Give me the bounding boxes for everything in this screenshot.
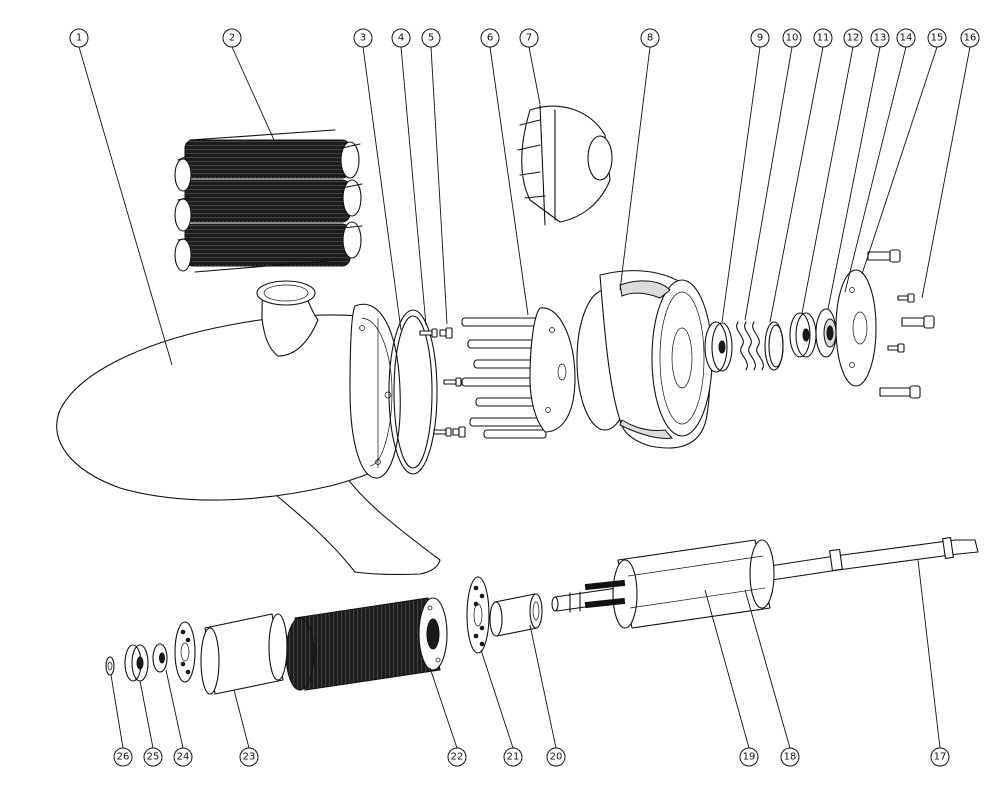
svg-text:24: 24 <box>177 752 190 763</box>
callout-21: 21 <box>503 747 523 767</box>
callout-3: 3 <box>353 28 373 48</box>
leader-lines <box>78 46 971 749</box>
callout-24: 24 <box>173 747 193 767</box>
rod-cage-part <box>461 307 576 439</box>
svg-text:5: 5 <box>428 33 434 44</box>
svg-text:15: 15 <box>931 33 944 44</box>
stator-windings-part <box>174 129 363 273</box>
svg-text:10: 10 <box>786 33 799 44</box>
callout-17: 17 <box>930 747 950 767</box>
svg-text:19: 19 <box>743 752 756 763</box>
svg-text:20: 20 <box>550 752 563 763</box>
callout-12: 12 <box>843 28 863 48</box>
flange-disc-part <box>174 621 196 683</box>
svg-text:4: 4 <box>398 33 404 44</box>
svg-text:7: 7 <box>526 33 532 44</box>
svg-text:9: 9 <box>757 33 763 44</box>
svg-text:18: 18 <box>784 752 797 763</box>
callout-15: 15 <box>927 28 947 48</box>
callout-25: 25 <box>143 747 163 767</box>
spacer-disc-part <box>466 576 490 654</box>
callout-6: 6 <box>480 28 500 48</box>
callout-22: 22 <box>447 747 467 767</box>
svg-text:3: 3 <box>360 33 366 44</box>
callout-2: 2 <box>222 28 242 48</box>
callout-10: 10 <box>782 28 802 48</box>
svg-text:12: 12 <box>847 33 860 44</box>
small-screws-part <box>419 327 466 438</box>
cylinder-part <box>200 613 288 695</box>
end-housing-part <box>576 270 713 449</box>
callout-20: 20 <box>546 747 566 767</box>
callout-4: 4 <box>391 28 411 48</box>
svg-text:6: 6 <box>487 33 493 44</box>
svg-text:21: 21 <box>507 752 520 763</box>
callout-5: 5 <box>421 28 441 48</box>
callout-9: 9 <box>750 28 770 48</box>
callout-11: 11 <box>813 28 833 48</box>
svg-text:22: 22 <box>451 752 464 763</box>
svg-text:1: 1 <box>76 33 82 44</box>
svg-text:2: 2 <box>229 33 235 44</box>
svg-text:25: 25 <box>147 752 160 763</box>
magnet-strips-part <box>584 579 626 609</box>
svg-text:8: 8 <box>647 33 653 44</box>
cap-bolts-part <box>867 249 935 399</box>
callout-23: 23 <box>239 747 259 767</box>
o-ring-part <box>388 309 438 475</box>
nut-bearing-part <box>105 643 168 682</box>
spider-cone-part <box>517 104 613 226</box>
bearing-stack-part <box>704 269 877 387</box>
callout-7: 7 <box>519 28 539 48</box>
callout-16: 16 <box>960 28 980 48</box>
callout-8: 8 <box>640 28 660 48</box>
callout-18: 18 <box>780 747 800 767</box>
callout-14: 14 <box>896 28 916 48</box>
callout-19: 19 <box>739 747 759 767</box>
svg-text:17: 17 <box>934 752 947 763</box>
svg-text:13: 13 <box>874 33 887 44</box>
svg-text:23: 23 <box>243 752 256 763</box>
svg-text:26: 26 <box>117 752 130 763</box>
sleeve-part <box>489 593 543 637</box>
rotor-tube-part <box>612 539 775 629</box>
svg-text:16: 16 <box>964 33 977 44</box>
housing-part <box>56 280 441 575</box>
svg-text:11: 11 <box>817 33 830 44</box>
rotor-coil-part <box>285 597 448 691</box>
callout-26: 26 <box>113 747 133 767</box>
svg-text:14: 14 <box>900 33 913 44</box>
callout-13: 13 <box>870 28 890 48</box>
callout-1: 1 <box>69 28 89 48</box>
